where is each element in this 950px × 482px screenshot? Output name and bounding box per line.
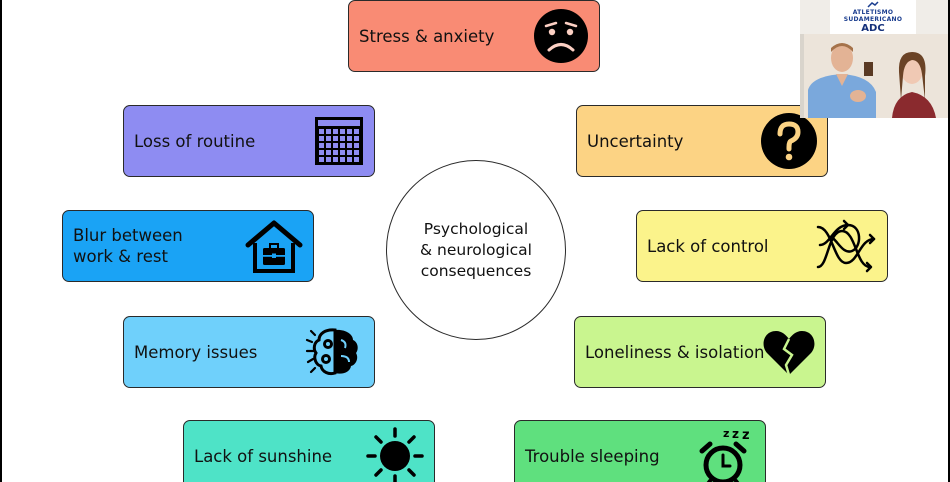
question-mark-icon [760, 112, 818, 170]
loneliness-isolation-label: Loneliness & isolation [585, 342, 765, 362]
calendar-cell [326, 136, 331, 141]
webcam-people [800, 34, 948, 118]
uncertainty-box: Uncertainty [576, 105, 828, 177]
trouble-sleeping-label: Trouble sleeping [525, 446, 660, 466]
calendar-cell [326, 157, 331, 162]
calendar-cell [326, 129, 331, 134]
sad-face-icon [532, 7, 590, 65]
blur-work-rest-box: Blur between work & rest [62, 210, 314, 282]
calendar-cell [333, 129, 338, 134]
calendar-cell [340, 150, 345, 155]
calendar-cell [326, 143, 331, 148]
svg-text:z: z [723, 427, 729, 440]
calendar-cell [347, 129, 352, 134]
calendar-cell [354, 150, 359, 155]
runner-logo-icon [867, 1, 879, 8]
calendar-cell [319, 157, 324, 162]
calendar-cell [319, 129, 324, 134]
memory-issues-label: Memory issues [134, 342, 258, 362]
calendar-cell [354, 157, 359, 162]
sun-icon [365, 426, 425, 482]
calendar-cell [319, 143, 324, 148]
calendar-cell [333, 143, 338, 148]
uncertainty-label: Uncertainty [587, 131, 684, 151]
memory-issues-box: Memory issues [123, 316, 375, 388]
calendar-icon [313, 115, 365, 167]
calendar-cell [354, 136, 359, 141]
loneliness-isolation-box: Loneliness & isolation [574, 316, 826, 388]
calendar-cell [319, 136, 324, 141]
svg-text:z: z [732, 427, 739, 441]
brain-gear-icon [305, 326, 365, 378]
calendar-cell [354, 129, 359, 134]
logo-text-top: ATLETISMO SUDAMERICANO [843, 9, 903, 23]
center-topic-label: Psychological & neurological consequence… [420, 219, 532, 280]
loss-of-routine-box: Loss of routine [123, 105, 375, 177]
lack-of-sunshine-label: Lack of sunshine [194, 446, 333, 466]
loss-of-routine-label: Loss of routine [134, 131, 256, 151]
calendar-cell [347, 136, 352, 141]
calendar-cell [340, 157, 345, 162]
calendar-cell [333, 136, 338, 141]
lack-of-control-label: Lack of control [647, 236, 769, 256]
calendar-cell [340, 129, 345, 134]
logo-text-bottom: ADC [861, 23, 885, 34]
calendar-cell [333, 157, 338, 162]
blur-work-rest-label: Blur between work & rest [73, 226, 183, 266]
stress-anxiety-label: Stress & anxiety [359, 26, 495, 46]
calendar-cell [319, 150, 324, 155]
lack-of-sunshine-box: Lack of sunshine [183, 420, 435, 482]
calendar-cell [326, 150, 331, 155]
calendar-cell [340, 136, 345, 141]
house-briefcase-icon [244, 218, 304, 274]
calendar-cell [347, 157, 352, 162]
calendar-cell [347, 150, 352, 155]
lack-of-control-box: Lack of control [636, 210, 888, 282]
calendar-cell [347, 143, 352, 148]
calendar-cell [354, 143, 359, 148]
tangled-arrows-icon [812, 217, 878, 275]
alarm-clock-zzz-icon: z z z [696, 425, 756, 482]
webcam-video-overlay: ATLETISMO SUDAMERICANO ADC [800, 0, 948, 118]
trouble-sleeping-box: Trouble sleeping z z z [514, 420, 766, 482]
stress-anxiety-box: Stress & anxiety [348, 0, 600, 72]
broken-heart-icon [762, 327, 816, 377]
calendar-cell [340, 143, 345, 148]
svg-text:z: z [742, 428, 750, 443]
center-topic-circle: Psychological & neurological consequence… [386, 160, 566, 340]
organization-logo: ATLETISMO SUDAMERICANO ADC [830, 0, 916, 34]
calendar-cell [333, 150, 338, 155]
